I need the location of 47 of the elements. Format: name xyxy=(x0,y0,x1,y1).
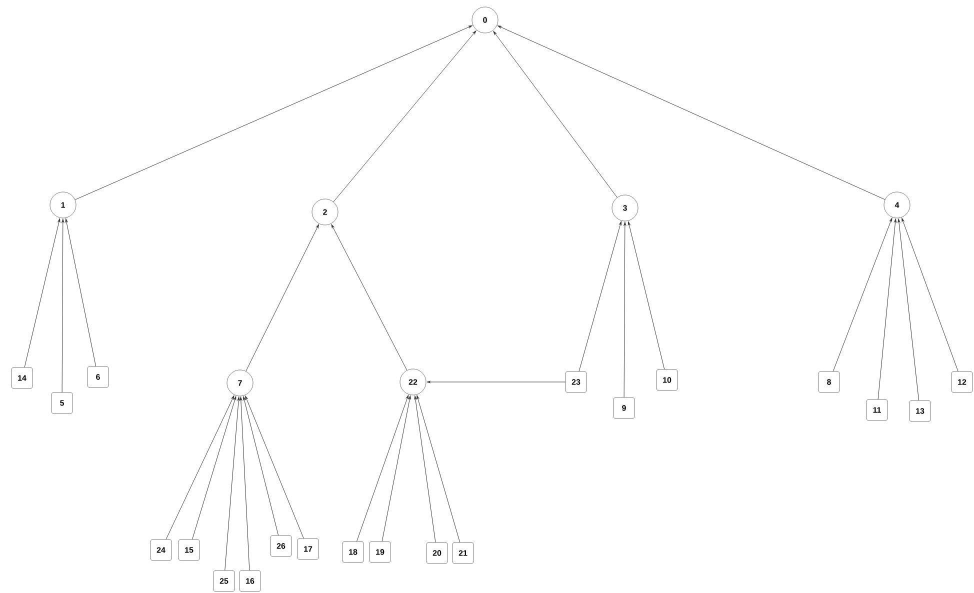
arrow xyxy=(493,31,618,198)
arrow xyxy=(356,395,409,542)
arrow xyxy=(878,218,897,400)
tree-node-box: 14 xyxy=(11,367,33,389)
arrow xyxy=(240,396,250,571)
arrow xyxy=(498,26,886,200)
tree-node-box: 23 xyxy=(565,371,587,393)
arrow xyxy=(62,218,64,393)
arrow xyxy=(426,380,566,384)
arrow xyxy=(65,218,96,367)
tree-node-box: 10 xyxy=(656,369,678,391)
arrow xyxy=(898,218,920,401)
arrow xyxy=(246,224,319,372)
tree-node-box: 21 xyxy=(452,542,474,564)
arrow xyxy=(416,395,460,543)
arrow xyxy=(24,218,60,368)
arrow xyxy=(245,396,304,539)
arrow xyxy=(382,396,411,542)
tree-node-box: 18 xyxy=(342,541,364,563)
arrow xyxy=(224,396,240,571)
tree-node-box: 26 xyxy=(270,535,292,557)
tree-node-box: 8 xyxy=(818,371,840,393)
arrow xyxy=(414,396,436,543)
arrow xyxy=(578,221,622,372)
arrow xyxy=(333,30,476,202)
tree-node-box: 24 xyxy=(150,539,172,561)
arrow xyxy=(832,218,892,372)
tree-node-box: 6 xyxy=(87,366,109,388)
tree-node-box: 25 xyxy=(213,570,235,592)
arrow xyxy=(192,396,236,540)
tree-node-box: 11 xyxy=(866,399,888,421)
tree-node-box: 5 xyxy=(51,392,73,414)
tree-node-box: 15 xyxy=(178,539,200,561)
tree-node-box: 13 xyxy=(909,400,931,422)
tree-node-box: 19 xyxy=(369,541,391,563)
arrow xyxy=(74,25,472,200)
arrow xyxy=(902,218,958,372)
tree-node-box: 12 xyxy=(951,371,973,393)
tree-node-box: 20 xyxy=(426,542,448,564)
arrow xyxy=(243,396,279,536)
arrow xyxy=(331,224,408,371)
tree-node-box: 17 xyxy=(297,538,319,560)
tree-node-box: 16 xyxy=(239,570,261,592)
arrow xyxy=(628,221,665,370)
tree-node-box: 9 xyxy=(613,397,635,419)
arrow xyxy=(624,222,626,398)
arrow xyxy=(166,395,234,540)
